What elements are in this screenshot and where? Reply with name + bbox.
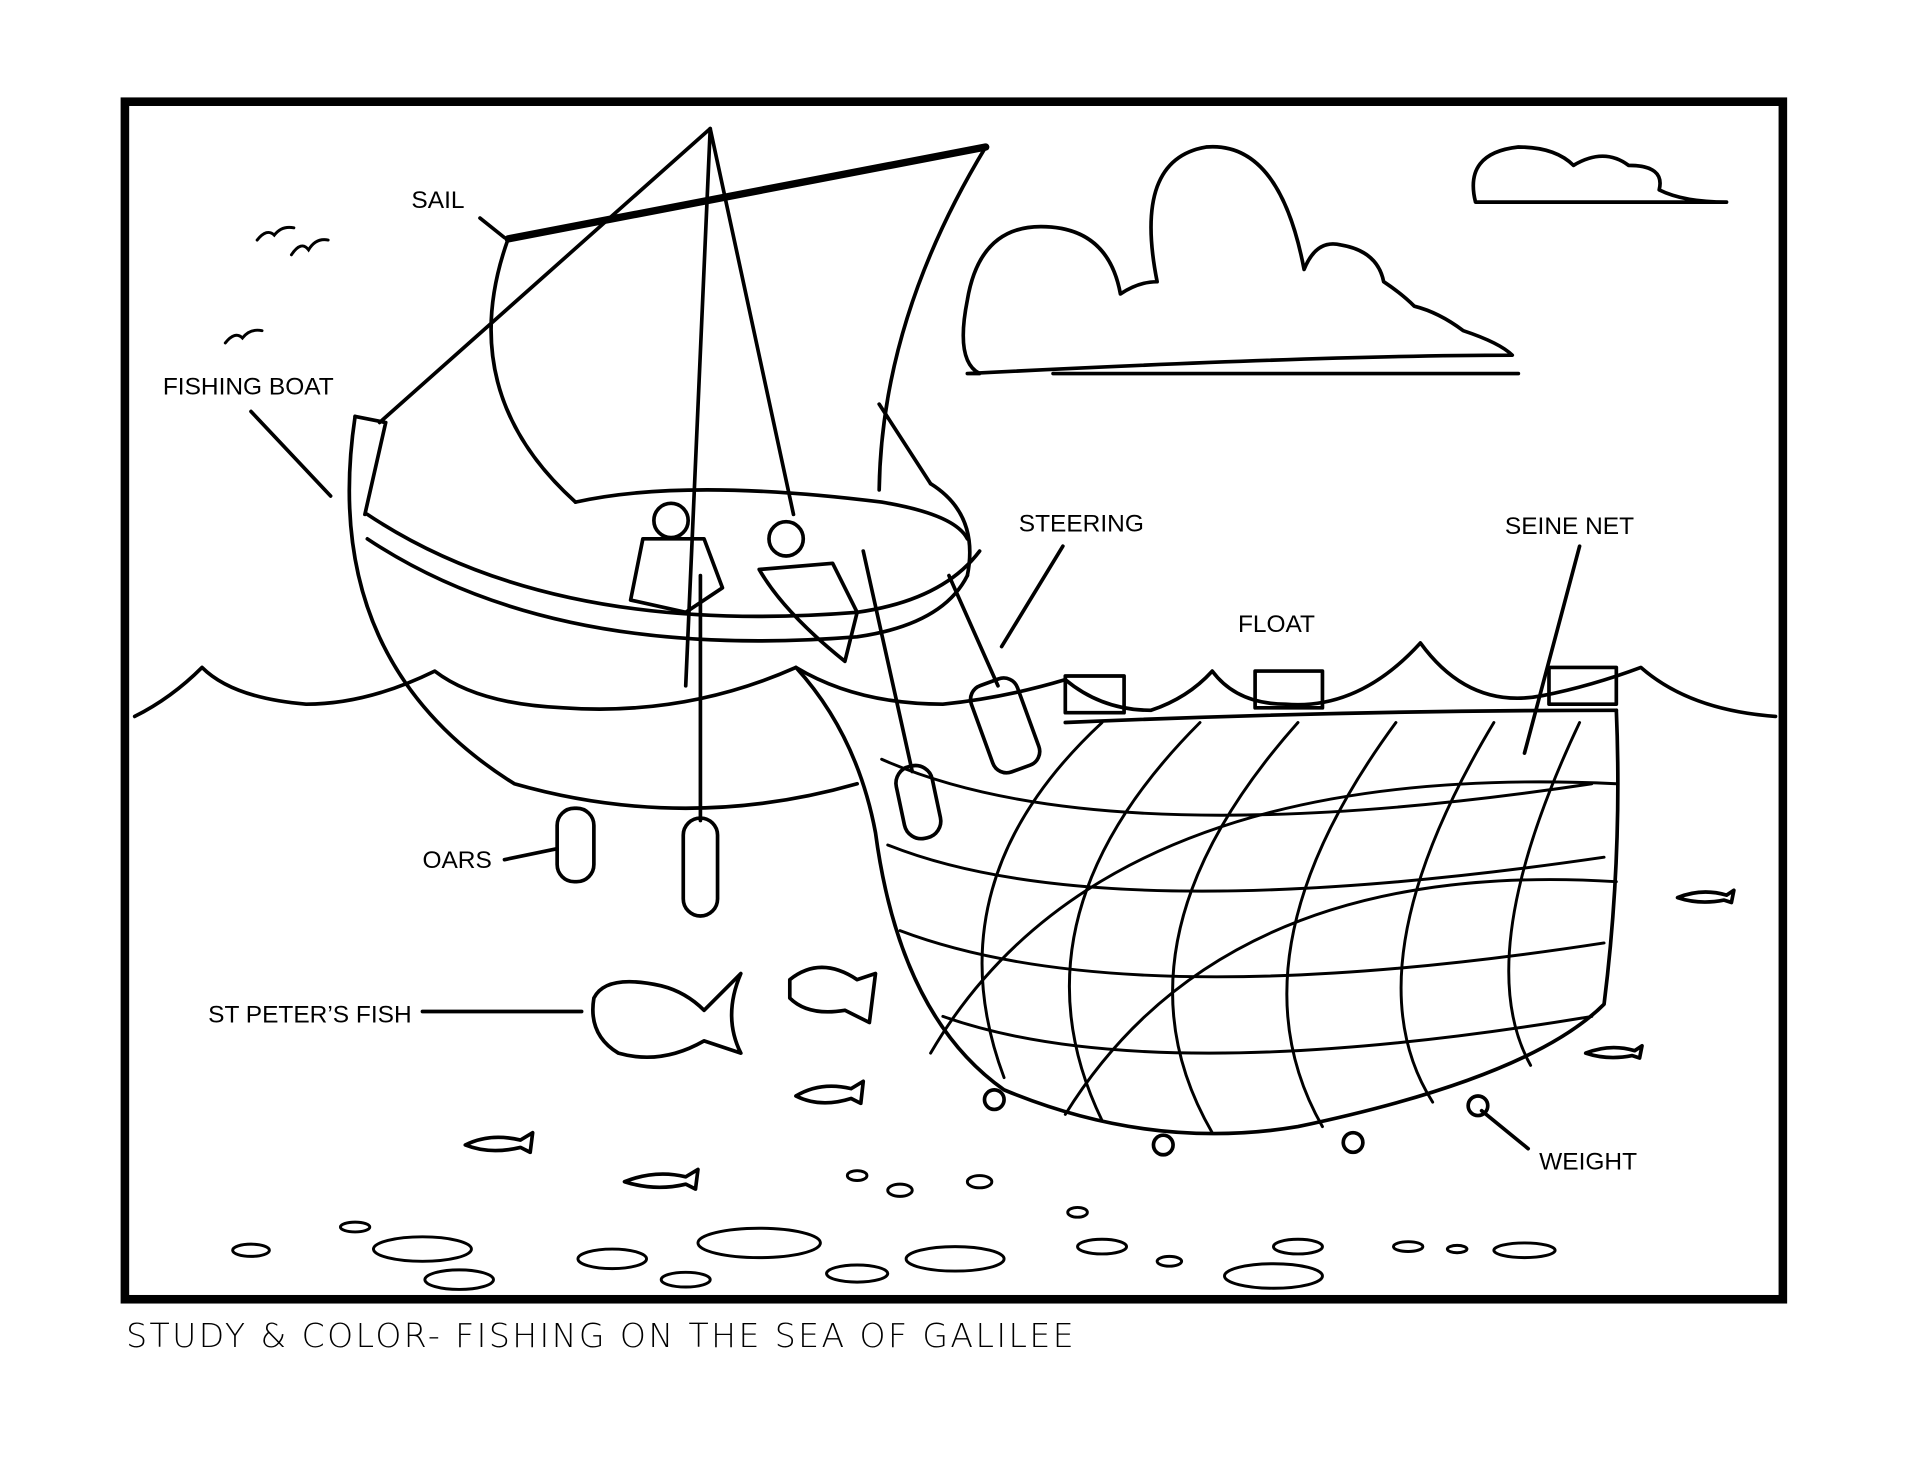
water-waves <box>132 641 1778 719</box>
floats <box>1063 665 1619 715</box>
label-leaders <box>249 216 1582 1151</box>
label-float: FLOAT <box>1238 611 1315 638</box>
label-fishing-boat: FISHING BOAT <box>163 373 334 400</box>
seine-net <box>794 665 1620 1157</box>
birds <box>223 225 330 345</box>
fishing-boat-drawing <box>347 126 1042 918</box>
label-sail: SAIL <box>411 187 464 214</box>
pebbles <box>231 1169 1557 1291</box>
fish-drawings <box>463 888 1736 1191</box>
label-seine-net: SEINE NET <box>1505 513 1634 540</box>
page-caption: STUDY & COLOR- FISHING ON THE SEA OF GAL… <box>126 1316 1076 1355</box>
label-weight: WEIGHT <box>1539 1148 1637 1175</box>
label-st-peters-fish: ST PETER’S FISH <box>208 1002 411 1029</box>
frame-border <box>120 97 1788 1304</box>
clouds <box>961 144 1729 376</box>
label-steering: STEERING <box>1019 511 1144 538</box>
label-oars: OARS <box>422 847 491 874</box>
